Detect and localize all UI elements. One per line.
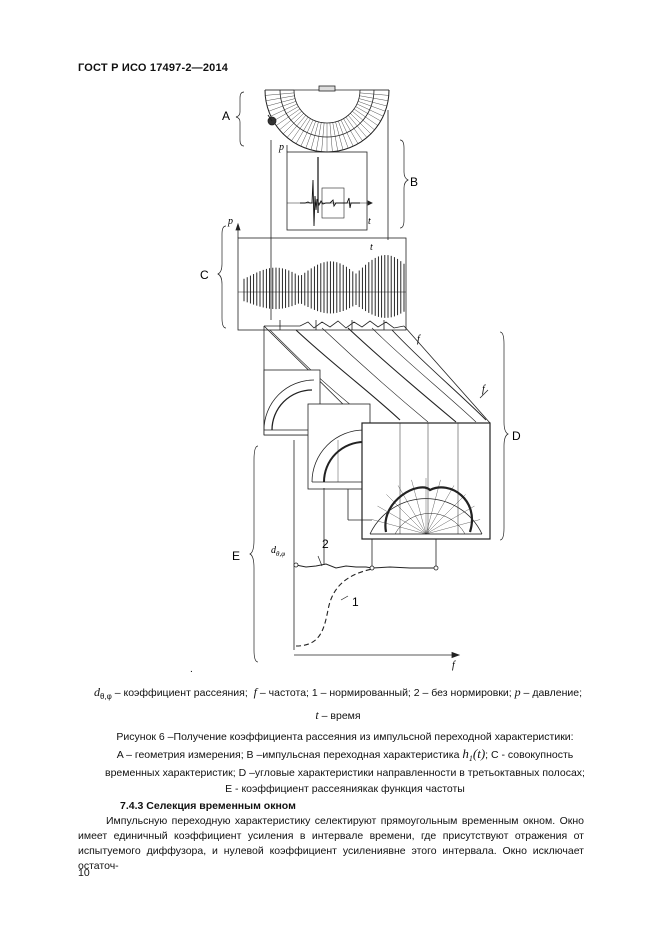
axis-f-bottom: f bbox=[452, 660, 456, 671]
curve-label-1: 1 bbox=[352, 595, 359, 609]
legend-line-1: dθ,φ – коэффициент рассеяния; f – частот… bbox=[93, 685, 583, 702]
polar-responses-block bbox=[263, 320, 491, 540]
caption-line-4: E - коэффициент рассеяниякак функция час… bbox=[225, 782, 465, 795]
document-header: ГОСТ Р ИСО 17497-2—2014 bbox=[78, 62, 229, 74]
impulse-response bbox=[286, 145, 373, 231]
label-c: C bbox=[200, 268, 209, 282]
stray-dot: . bbox=[190, 664, 193, 675]
label-d: D bbox=[512, 429, 521, 443]
scattering-plot bbox=[293, 555, 461, 659]
axis-f-mid: f bbox=[417, 334, 421, 345]
label-e: E bbox=[232, 549, 240, 563]
axis-p-top: p bbox=[278, 142, 284, 153]
section-paragraph: Импульсную переходную характеристику сел… bbox=[78, 815, 584, 872]
time-responses bbox=[235, 222, 407, 331]
section-heading: 7.4.3 Селекция временным окном bbox=[120, 800, 296, 812]
axis-t-top: t bbox=[368, 216, 371, 227]
label-b: B bbox=[410, 175, 418, 189]
figure-legend: dθ,φ – коэффициент рассеяния; f – частот… bbox=[78, 683, 598, 725]
caption-line-3: временных характеристик; D –угловые хара… bbox=[105, 767, 585, 780]
caption-title: Рисунок 6 –Получение коэффициента рассея… bbox=[116, 731, 574, 743]
caption-line-2: A – геометрия измерения; B –импульсная п… bbox=[116, 745, 574, 763]
scattering-coefficient-figure: A B C D E p t p t f f dθ,φ f 2 1 . bbox=[190, 85, 521, 675]
axis-p-mid: p bbox=[227, 216, 233, 227]
curve-label-2: 2 bbox=[322, 537, 329, 551]
page-number: 10 bbox=[78, 867, 90, 879]
axis-t-mid: t bbox=[370, 242, 373, 253]
legend-line-2: t – время bbox=[315, 708, 361, 723]
axis-d-label: dθ,φ bbox=[271, 545, 285, 558]
figure-caption: Рисунок 6 –Получение коэффициента рассея… bbox=[90, 730, 600, 797]
axis-f-side: f bbox=[482, 384, 486, 395]
label-a: A bbox=[222, 109, 230, 123]
